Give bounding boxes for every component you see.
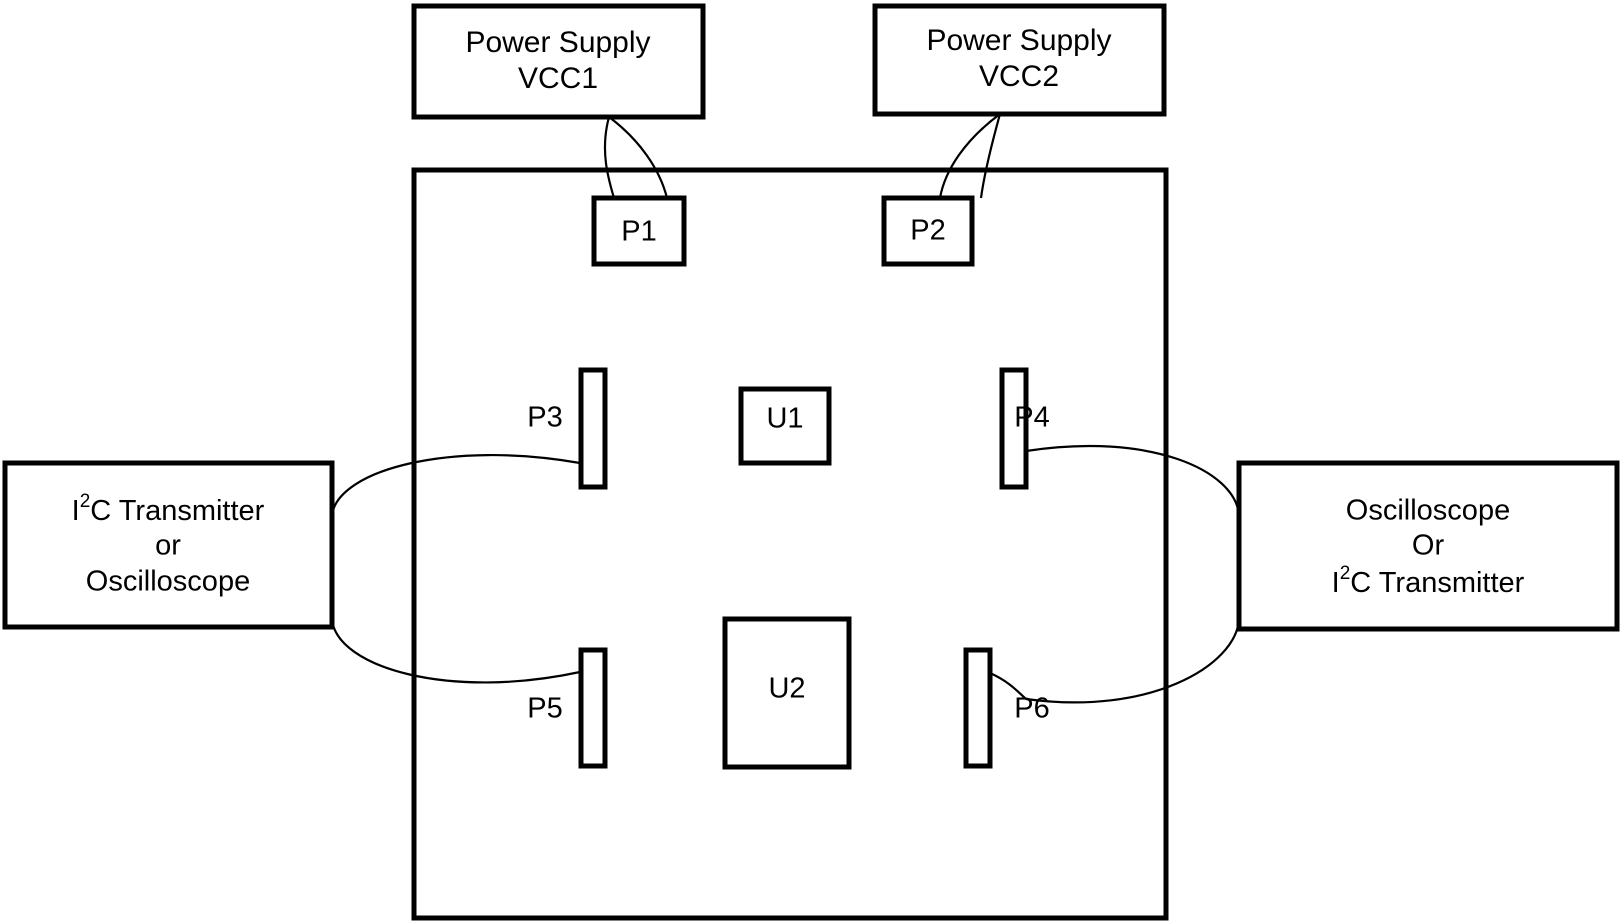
pad-p4[interactable]: P4 <box>999 367 1050 490</box>
left-instrument-line2: or <box>155 530 181 562</box>
power-supply-vcc2-line2: VCC2 <box>979 60 1059 93</box>
chip-u1-box[interactable] <box>738 386 832 466</box>
chip-u1-label: U1 <box>766 403 803 435</box>
wire-vcc1-to-p1-b <box>608 116 669 199</box>
pad-p3-bar[interactable] <box>578 367 608 490</box>
power-supply-vcc1-line1: Power Supply <box>465 26 650 59</box>
right-instrument-line3: I2C Transmitter <box>1332 563 1525 599</box>
pad-p4-bar[interactable] <box>999 367 1029 490</box>
board-outline[interactable] <box>411 167 1169 921</box>
right-instrument-line3-pre: I <box>1332 567 1340 599</box>
left-instrument-box[interactable] <box>2 460 335 630</box>
right-instrument-line3-superscript: 2 <box>1340 563 1351 584</box>
wire-vcc2-to-p2-b <box>979 113 1002 199</box>
pad-p5[interactable]: P5 <box>527 647 608 769</box>
left-instrument-line1: I2C Transmitter <box>72 491 265 527</box>
wire-left-instrument-to-p3 <box>330 454 581 516</box>
power-supply-vcc1-line2: VCC1 <box>518 62 598 95</box>
left-instrument[interactable]: I2C Transmitter or Oscilloscope <box>2 460 335 630</box>
pad-p5-bar[interactable] <box>578 647 608 769</box>
chip-u1[interactable]: U1 <box>738 386 832 466</box>
wire-p4-to-right-instrument <box>1025 444 1241 516</box>
wire-vcc1-to-p1-a <box>603 116 616 199</box>
pad-p1[interactable]: P1 <box>591 195 687 267</box>
pad-p1-label: P1 <box>621 216 656 248</box>
chip-u2[interactable]: U2 <box>722 616 852 770</box>
right-instrument-box[interactable] <box>1236 460 1620 632</box>
pad-p3-label: P3 <box>527 402 562 434</box>
pad-p4-label: P4 <box>1014 402 1049 434</box>
right-instrument-line2: Or <box>1412 530 1445 562</box>
pad-p6[interactable]: P6 <box>963 647 1050 769</box>
left-instrument-line1-post: C Transmitter <box>90 495 264 527</box>
pad-p2-label: P2 <box>910 215 945 247</box>
wire-p6-edge-stub <box>989 671 1027 700</box>
pad-p6-bar[interactable] <box>963 647 993 769</box>
right-instrument[interactable]: Oscilloscope Or I2C Transmitter <box>1236 460 1620 632</box>
chip-u2-box[interactable] <box>722 616 852 770</box>
left-instrument-line1-superscript: 2 <box>80 491 91 512</box>
right-instrument-line3-post: C Transmitter <box>1350 567 1524 599</box>
power-supply-vcc2-line1: Power Supply <box>926 24 1111 57</box>
wire-p6-to-right-instrument <box>1025 619 1241 704</box>
pad-p5-label: P5 <box>527 693 562 725</box>
wire-vcc2-to-p2-a <box>938 113 1001 199</box>
pad-p6-label: P6 <box>1014 693 1049 725</box>
pad-p3[interactable]: P3 <box>527 367 608 490</box>
wire-left-instrument-to-p5 <box>330 619 581 684</box>
right-instrument-line1: Oscilloscope <box>1346 495 1510 527</box>
power-supply-vcc2[interactable]: Power Supply VCC2 <box>872 3 1167 117</box>
chip-u2-label: U2 <box>768 673 805 705</box>
pad-p1-box[interactable] <box>591 195 687 267</box>
left-instrument-line1-pre: I <box>72 495 80 527</box>
power-supply-vcc1[interactable]: Power Supply VCC1 <box>411 3 706 120</box>
power-supply-vcc1-box[interactable] <box>411 3 706 120</box>
power-supply-vcc2-box[interactable] <box>872 3 1167 117</box>
pad-p2[interactable]: P2 <box>881 195 975 267</box>
left-instrument-line3: Oscilloscope <box>86 566 250 598</box>
pad-p2-box[interactable] <box>881 195 975 267</box>
